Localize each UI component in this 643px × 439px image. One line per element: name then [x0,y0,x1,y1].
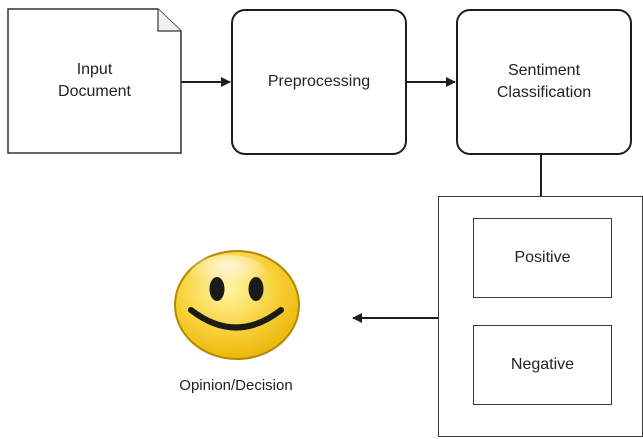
positive-label: Positive [514,249,571,266]
positive-box [473,218,612,298]
opinion-decision-label: Opinion/Decision [179,377,293,394]
sentiment-classification-label: Sentiment Classification [496,62,592,101]
negative-box [473,325,612,405]
negative-label: Negative [510,356,575,373]
preprocessing-label: Preprocessing [267,73,371,90]
preprocessing-box [231,9,407,155]
input-document-label: Input Document [58,61,131,100]
sentiment-classification-box [456,9,632,155]
